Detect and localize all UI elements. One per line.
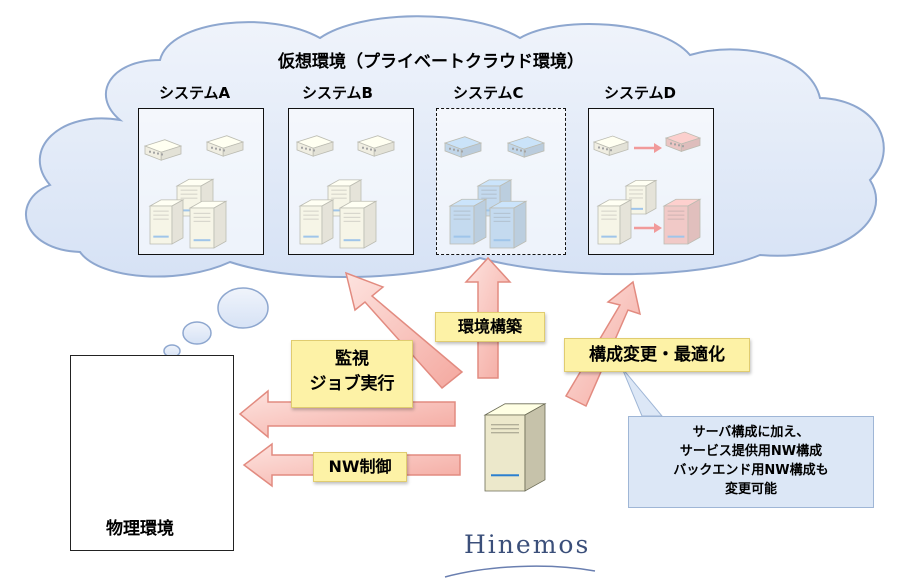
build-label: 環境構築: [435, 312, 545, 342]
hinemos-manager-server: [483, 403, 547, 492]
system-b-box: [288, 108, 414, 255]
physical-environment-label: 物理環境: [106, 519, 174, 539]
system-a-box: [138, 108, 264, 255]
arrow-to-system-b: [344, 271, 464, 390]
nw-control-label: NW制御: [313, 452, 407, 482]
physical-environment-box: [70, 355, 234, 551]
server-slot: [491, 432, 519, 434]
callout-line2: サービス提供用NW構成: [679, 444, 823, 459]
monitor-label-line2: ジョブ実行: [309, 374, 395, 394]
cloud-title: 仮想環境（プライベートクラウド環境）: [278, 52, 584, 72]
server-slot: [491, 428, 519, 430]
system-c-box: [436, 108, 566, 255]
monitor-label-line1: 監視: [335, 349, 369, 369]
thought-bubble-medium: [182, 321, 212, 345]
change-label: 構成変更・最適化: [564, 338, 750, 372]
callout-line1: サーバ構成に加え、: [692, 425, 810, 440]
system-c-label: システムC: [453, 84, 524, 102]
callout-line4: 変更可能: [724, 482, 777, 497]
system-d-label: システムD: [604, 84, 677, 102]
monitor-label: 監視 ジョブ実行: [291, 340, 413, 408]
hinemos-logo: Hinemos: [464, 530, 591, 559]
server-slot: [491, 424, 519, 426]
system-a-label: システムA: [159, 84, 231, 102]
system-d-box: [588, 108, 714, 255]
server-stripe: [491, 474, 519, 477]
system-b-label: システムB: [302, 84, 373, 102]
callout-pointer: [621, 367, 664, 417]
thought-bubble-large: [217, 287, 269, 329]
hinemos-logo-swoosh: [444, 565, 596, 578]
callout-line3: バックエンド用NW構成も: [673, 463, 829, 478]
nw-change-callout: サーバ構成に加え、 サービス提供用NW構成 バックエンド用NW構成も 変更可能: [628, 416, 874, 508]
